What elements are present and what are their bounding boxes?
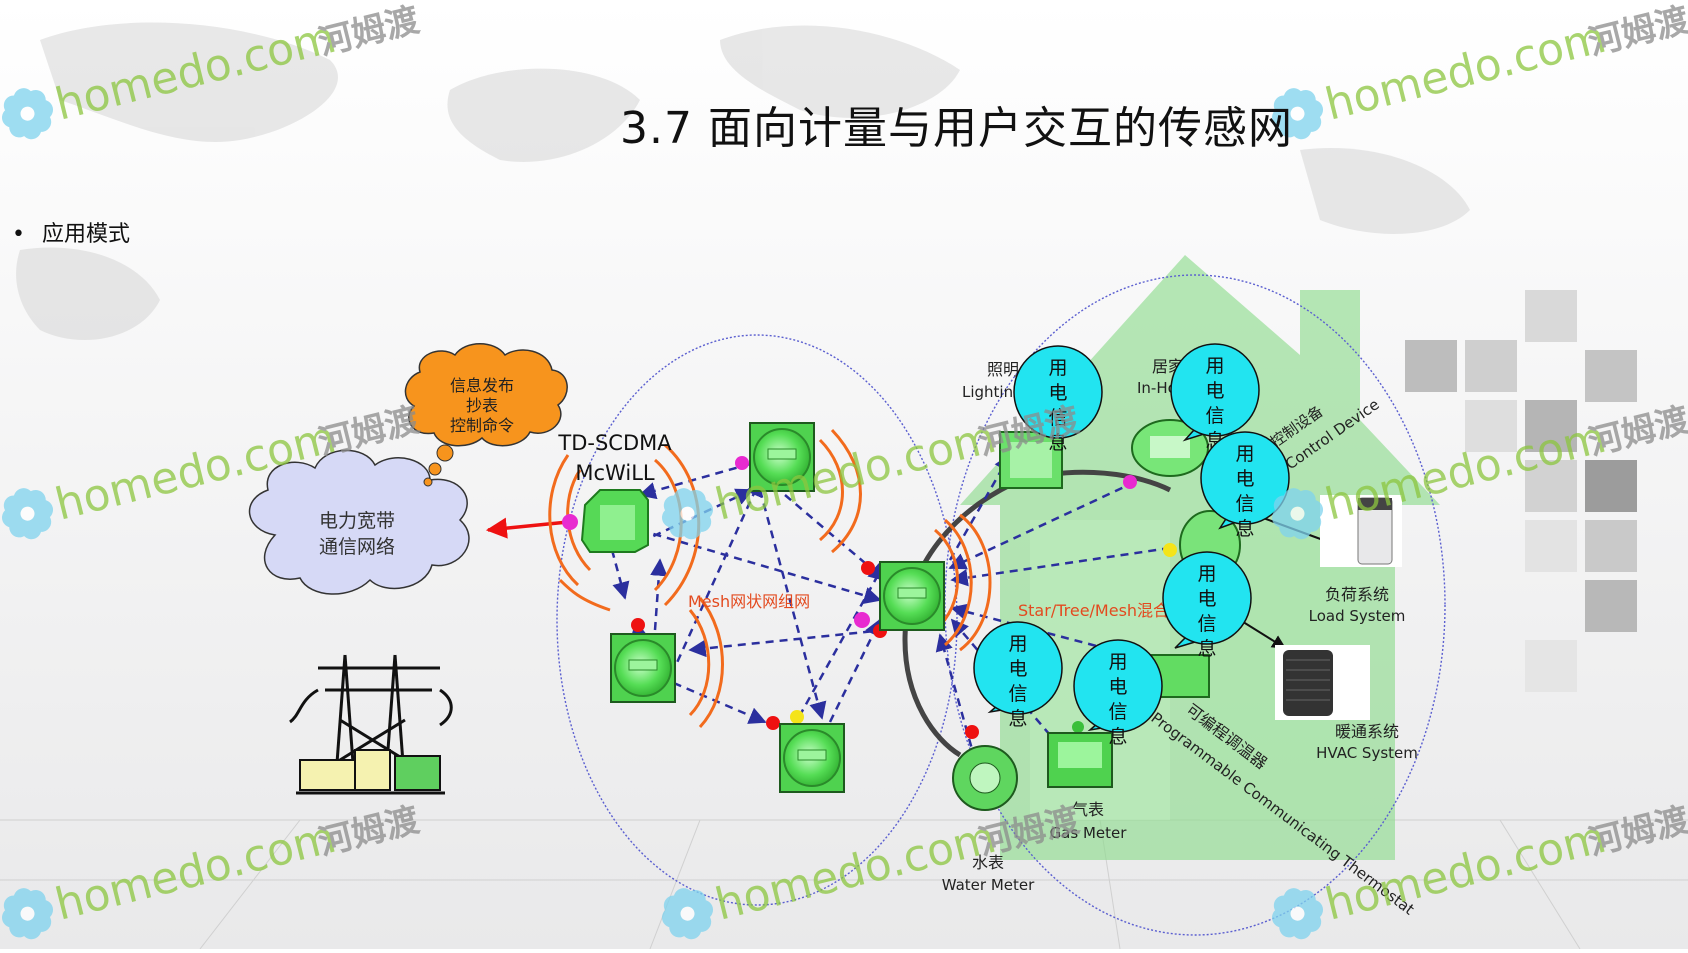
gas-label-cn: 气表 <box>1072 800 1104 819</box>
inhome-display-device <box>1131 419 1209 477</box>
callout-char: 用 <box>1197 563 1216 585</box>
callout-char: 信 <box>1235 493 1254 515</box>
bubble-line-1: 信息发布 <box>450 376 514 395</box>
command-thought-bubble: 信息发布 抄表 控制命令 <box>404 343 568 487</box>
water-label-en: Water Meter <box>942 876 1035 894</box>
meter-node-hub <box>879 561 945 631</box>
watermark-flower-icon <box>1 488 54 540</box>
callout-char: 息 <box>1108 726 1127 748</box>
load-label-en: Load System <box>1309 607 1406 625</box>
watermark-flower-icon <box>1271 88 1324 140</box>
callout-char: 用 <box>1008 633 1027 655</box>
tech-label-line-2: McWiLL <box>575 461 655 485</box>
cloud-label-line-2: 通信网络 <box>319 536 395 558</box>
callout-char: 息 <box>1235 518 1254 540</box>
load-label-cn: 负荷系统 <box>1325 585 1389 604</box>
callout-char: 息 <box>1008 708 1027 730</box>
callout-char: 电 <box>1205 380 1224 402</box>
callout-char: 息 <box>1048 432 1067 454</box>
watermark-flower-icon <box>661 488 714 540</box>
meter-node-left <box>610 633 676 703</box>
home-bus-line-left <box>902 482 1012 758</box>
callout-char: 息 <box>1197 638 1216 660</box>
decor-squares <box>1405 290 1637 692</box>
hvac-label-en: HVAC System <box>1316 744 1418 762</box>
hvac-device <box>1275 645 1370 720</box>
watermark-flower-icon <box>1 888 54 940</box>
meter-signal-arcs <box>688 428 992 729</box>
water-label-cn: 水表 <box>972 853 1004 872</box>
load-system-device <box>1320 495 1402 567</box>
bullet-text: 应用模式 <box>42 222 131 247</box>
callout-char: 信 <box>1205 405 1224 427</box>
tech-label-line-1: TD-SCDMA <box>557 431 672 455</box>
callout-char: 电 <box>1235 468 1254 490</box>
lighting-label-en: Lighting <box>962 383 1023 401</box>
callout-char: 电 <box>1197 588 1216 610</box>
power-plant-icon <box>289 654 453 795</box>
callout-char: 用 <box>1205 355 1224 377</box>
bullet-item: • 应用模式 <box>12 216 130 248</box>
callout-char: 电 <box>1048 382 1067 404</box>
callout-char: 信 <box>1048 407 1067 429</box>
star-label: Star/Tree/Mesh混合 <box>1018 601 1169 620</box>
callout-char: 电 <box>1108 676 1127 698</box>
callout-char: 信 <box>1008 683 1027 705</box>
hvac-label-cn: 暖通系统 <box>1335 722 1399 741</box>
gas-label-en: Gas Meter <box>1050 824 1128 842</box>
callout-char: 用 <box>1048 357 1067 379</box>
callout-char: 电 <box>1008 658 1027 680</box>
home-network-boundary <box>944 274 1446 936</box>
bullet-dot: • <box>12 222 25 247</box>
network-cloud: 电力宽带 通信网络 <box>248 449 470 595</box>
to-hvac-arrow <box>1239 619 1287 649</box>
lighting-device <box>999 431 1063 489</box>
watermark-flower-icon <box>1271 888 1324 940</box>
gas-meter-device <box>1047 732 1113 788</box>
callout-char: 用 <box>1235 443 1254 465</box>
cloud-label-line-1: 电力宽带 <box>319 510 395 532</box>
bubble-line-3: 控制命令 <box>450 416 514 435</box>
mesh-label: Mesh网状网组网 <box>688 592 810 611</box>
world-map-background <box>16 22 1470 340</box>
meter-node-bottom <box>779 723 845 793</box>
water-meter-device <box>952 745 1018 811</box>
watermark-flower-icon <box>1 88 54 140</box>
gateway-device <box>580 489 649 553</box>
floor-lines <box>0 819 1688 950</box>
callout-char: 用 <box>1108 651 1127 673</box>
slide-title: 3.7 面向计量与用户交互的传感网 <box>620 103 1293 154</box>
watermark-flower-icon <box>661 888 714 940</box>
bubble-line-2: 抄表 <box>466 396 498 415</box>
gateway-to-cloud-arrow <box>485 517 569 539</box>
callout-char: 信 <box>1108 701 1127 723</box>
lighting-label-cn: 照明 <box>987 360 1019 379</box>
callout-char: 信 <box>1197 613 1216 635</box>
watermark-flower-icon <box>1271 488 1324 540</box>
